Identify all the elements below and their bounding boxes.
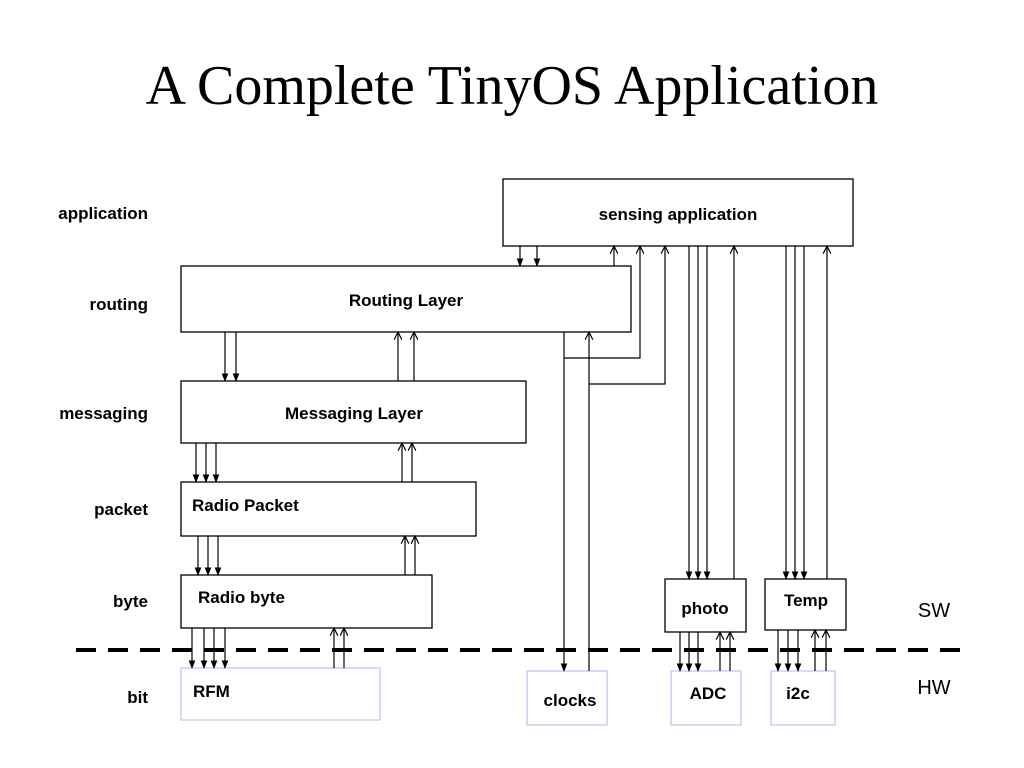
temp-box: Temp [764,578,847,631]
radio-packet-box: Radio Packet [180,481,477,537]
routing-layer-box: Routing Layer [180,265,632,333]
photo-label: photo [681,599,728,618]
radio-byte-label: Radio byte [198,588,285,607]
routing-layer-label: Routing Layer [349,291,464,310]
i2c-label: i2c [786,684,810,703]
clocks-label: clocks [544,691,597,710]
layer-label-messaging: messaging [59,404,148,423]
photo-box: photo [664,578,747,633]
radio-byte-box: Radio byte [180,574,433,629]
sensing-application-label: sensing application [599,205,758,224]
layer-label-byte: byte [113,592,148,611]
layer-label-packet: packet [94,500,148,519]
sensing-application-box: sensing application [502,178,854,247]
sw-label: SW [918,600,950,622]
adc-box: ADC [670,670,742,726]
layer-label-application: application [58,204,148,223]
messaging-layer-label: Messaging Layer [285,404,423,423]
temp-label: Temp [784,591,828,610]
clocks-box: clocks [526,670,608,726]
adc-label: ADC [690,684,727,703]
radio-packet-label: Radio Packet [192,496,299,515]
page-title: A Complete TinyOS Application [145,55,879,117]
hw-label: HW [917,677,950,699]
layer-label-bit: bit [127,688,148,707]
messaging-layer-box: Messaging Layer [180,380,527,444]
layer-label-routing: routing [89,295,148,314]
rfm-label: RFM [193,682,230,701]
i2c-box: i2c [770,670,836,726]
rfm-box: RFM [180,667,381,721]
connection-arrows [188,246,827,672]
